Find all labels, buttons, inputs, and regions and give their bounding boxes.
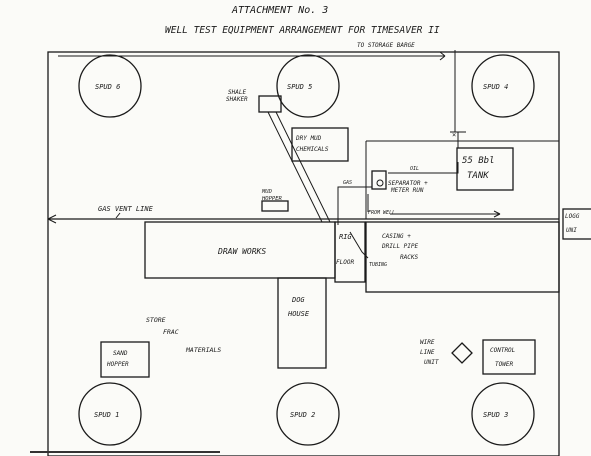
store-label-3: MATERIALS	[185, 346, 221, 354]
from-well-label: FROM WELL	[368, 210, 395, 216]
spud-6	[78, 54, 142, 118]
sand-hopper-label-1: SAND	[113, 350, 128, 357]
spud-5-label: SPUD 5	[287, 83, 312, 91]
gas-label: GAS	[343, 180, 352, 186]
spud-5	[276, 54, 340, 118]
spud-6-label: SPUD 6	[95, 83, 120, 91]
oil-line	[388, 162, 459, 174]
to-storage-label: TO STORAGE BARGE	[357, 42, 415, 49]
rig-label: RIG	[339, 233, 352, 241]
floor-label: FLOOR	[336, 259, 354, 266]
store-label-1: STORE	[146, 316, 166, 324]
mud-hopper-label-2: HOPPER	[261, 196, 283, 202]
sand-hopper	[100, 341, 150, 378]
casing-racks-box	[365, 221, 560, 293]
spud-3	[471, 382, 535, 446]
svg-text:×: ×	[452, 131, 456, 139]
mud-hopper	[261, 200, 289, 212]
spud-4	[471, 54, 535, 118]
55-bbl-tank	[456, 147, 514, 191]
control-tower-label-2: TOWER	[495, 361, 513, 368]
separator	[371, 170, 387, 190]
logging-label-2: UNI	[566, 227, 577, 234]
separator-label-1: SEPARATOR +	[388, 180, 428, 187]
spud-1	[78, 382, 142, 446]
control-tower-label-1: CONTROL	[490, 347, 516, 354]
tank-label-1: 55 Bbl	[462, 156, 495, 166]
spud-3-label: SPUD 3	[483, 411, 508, 419]
dog-house-label-2: HOUSE	[287, 310, 310, 318]
store-label-2: FRAC	[163, 328, 179, 336]
casing-label-3: RACKS	[400, 254, 418, 261]
shale-shaker	[258, 95, 282, 113]
wire-line-label-3: UNIT	[424, 359, 439, 366]
wire-line-label-1: WIRE	[420, 339, 435, 346]
control-tower	[482, 339, 536, 375]
tank-label-2: TANK	[467, 171, 489, 181]
dog-house	[277, 277, 327, 369]
rig-floor	[334, 221, 366, 283]
spud-4-label: SPUD 4	[483, 83, 508, 91]
mud-hopper-label-1: MUD	[261, 189, 273, 195]
casing-label-2: DRILL PIPE	[381, 243, 419, 250]
meter-gauge	[376, 179, 384, 187]
draw-works-label: DRAW WORKS	[217, 247, 266, 256]
shale-shaker-label-1: SHALE	[228, 89, 246, 96]
sand-hopper-label-2: HOPPER	[106, 361, 129, 368]
wire-line-unit	[451, 342, 473, 364]
gas-line	[337, 186, 372, 225]
spud-1-label: SPUD 1	[94, 411, 119, 419]
gas-vent-label: GAS VENT LINE	[98, 205, 154, 213]
dry-mud-label-1: DRY MUD	[295, 135, 322, 142]
shale-shaker-label-2: SHAKER	[226, 96, 248, 103]
tubing-label: TUBING	[369, 262, 387, 268]
logging-label-1: LOGG	[565, 213, 580, 220]
dry-mud-label-2: CHEMICALS	[296, 146, 329, 153]
logging-unit	[562, 208, 591, 240]
attachment-title: ATTACHMENT No. 3	[231, 5, 328, 16]
spud-2-label: SPUD 2	[290, 411, 315, 419]
dog-house-label-1: DOG	[291, 296, 305, 304]
oil-label: OIL	[410, 166, 419, 172]
casing-label-1: CASING +	[382, 233, 411, 240]
diagram-title: WELL TEST EQUIPMENT ARRANGEMENT FOR TIME…	[165, 25, 440, 36]
spud-2	[276, 382, 340, 446]
separator-label-2: METER RUN	[390, 187, 424, 194]
dry-mud-chemicals-box	[291, 127, 349, 162]
wire-line-label-2: LINE	[420, 349, 435, 356]
